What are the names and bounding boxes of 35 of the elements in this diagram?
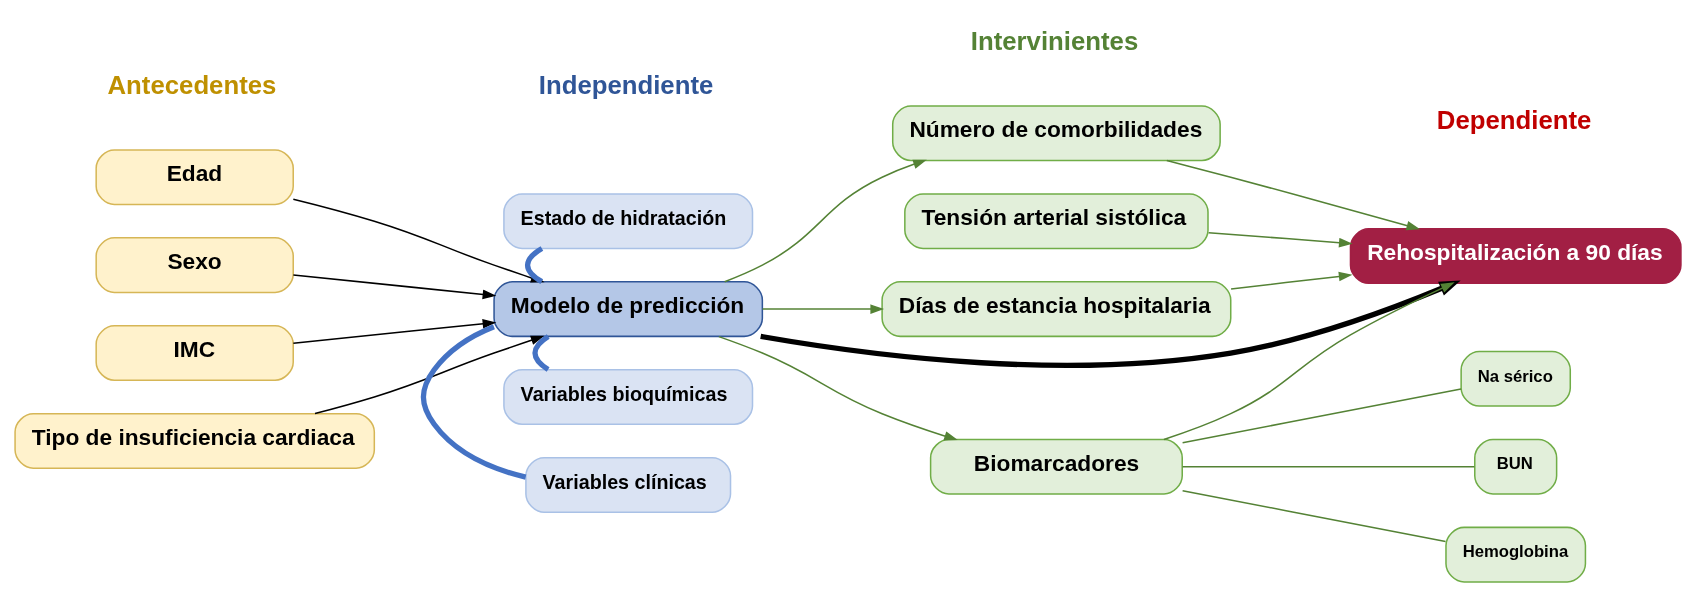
connector [420,323,527,480]
arrow [1163,281,1455,440]
node-box: Tipo de insuficiencia cardiaca [14,412,376,469]
node-box: BUN [1474,438,1558,495]
label: Intervinientes [970,26,1139,55]
node-box: Edad [95,148,294,205]
connector [1181,387,1462,443]
arrow [292,318,497,344]
label: Dependiente [1436,105,1592,134]
arrow [292,273,497,299]
node-box: Na sérico [1460,350,1572,407]
node-box: Estado de hidratación [503,192,754,249]
node-box: Tensión arterial sistólica [904,192,1209,249]
node-box: IMC [95,324,294,381]
arrow [723,159,927,282]
node-box: Días de estancia hospitalaria [881,280,1232,337]
arrow [1230,271,1353,290]
arrow [314,335,545,414]
arrow [1166,159,1421,230]
connector [1181,489,1447,542]
connector [1181,465,1476,467]
node-box: Rehospitalización a 90 días [1349,227,1682,284]
node-box: Biomarcadores [929,438,1183,495]
node-box: Sexo [95,236,294,293]
arrow [1207,231,1353,247]
label: Independiente [538,70,714,99]
node-box: Variables bioquímicas [503,368,754,425]
arrow [761,303,885,314]
connector [532,333,550,372]
label: Antecedentes [107,70,277,99]
node-box: Variables clínicas [525,456,732,513]
node-box: Número de comorbilidades [891,104,1221,161]
node-box: Modelo de predicción [493,280,764,337]
node-box: Hemoglobina [1445,526,1587,583]
arrow [718,335,958,441]
